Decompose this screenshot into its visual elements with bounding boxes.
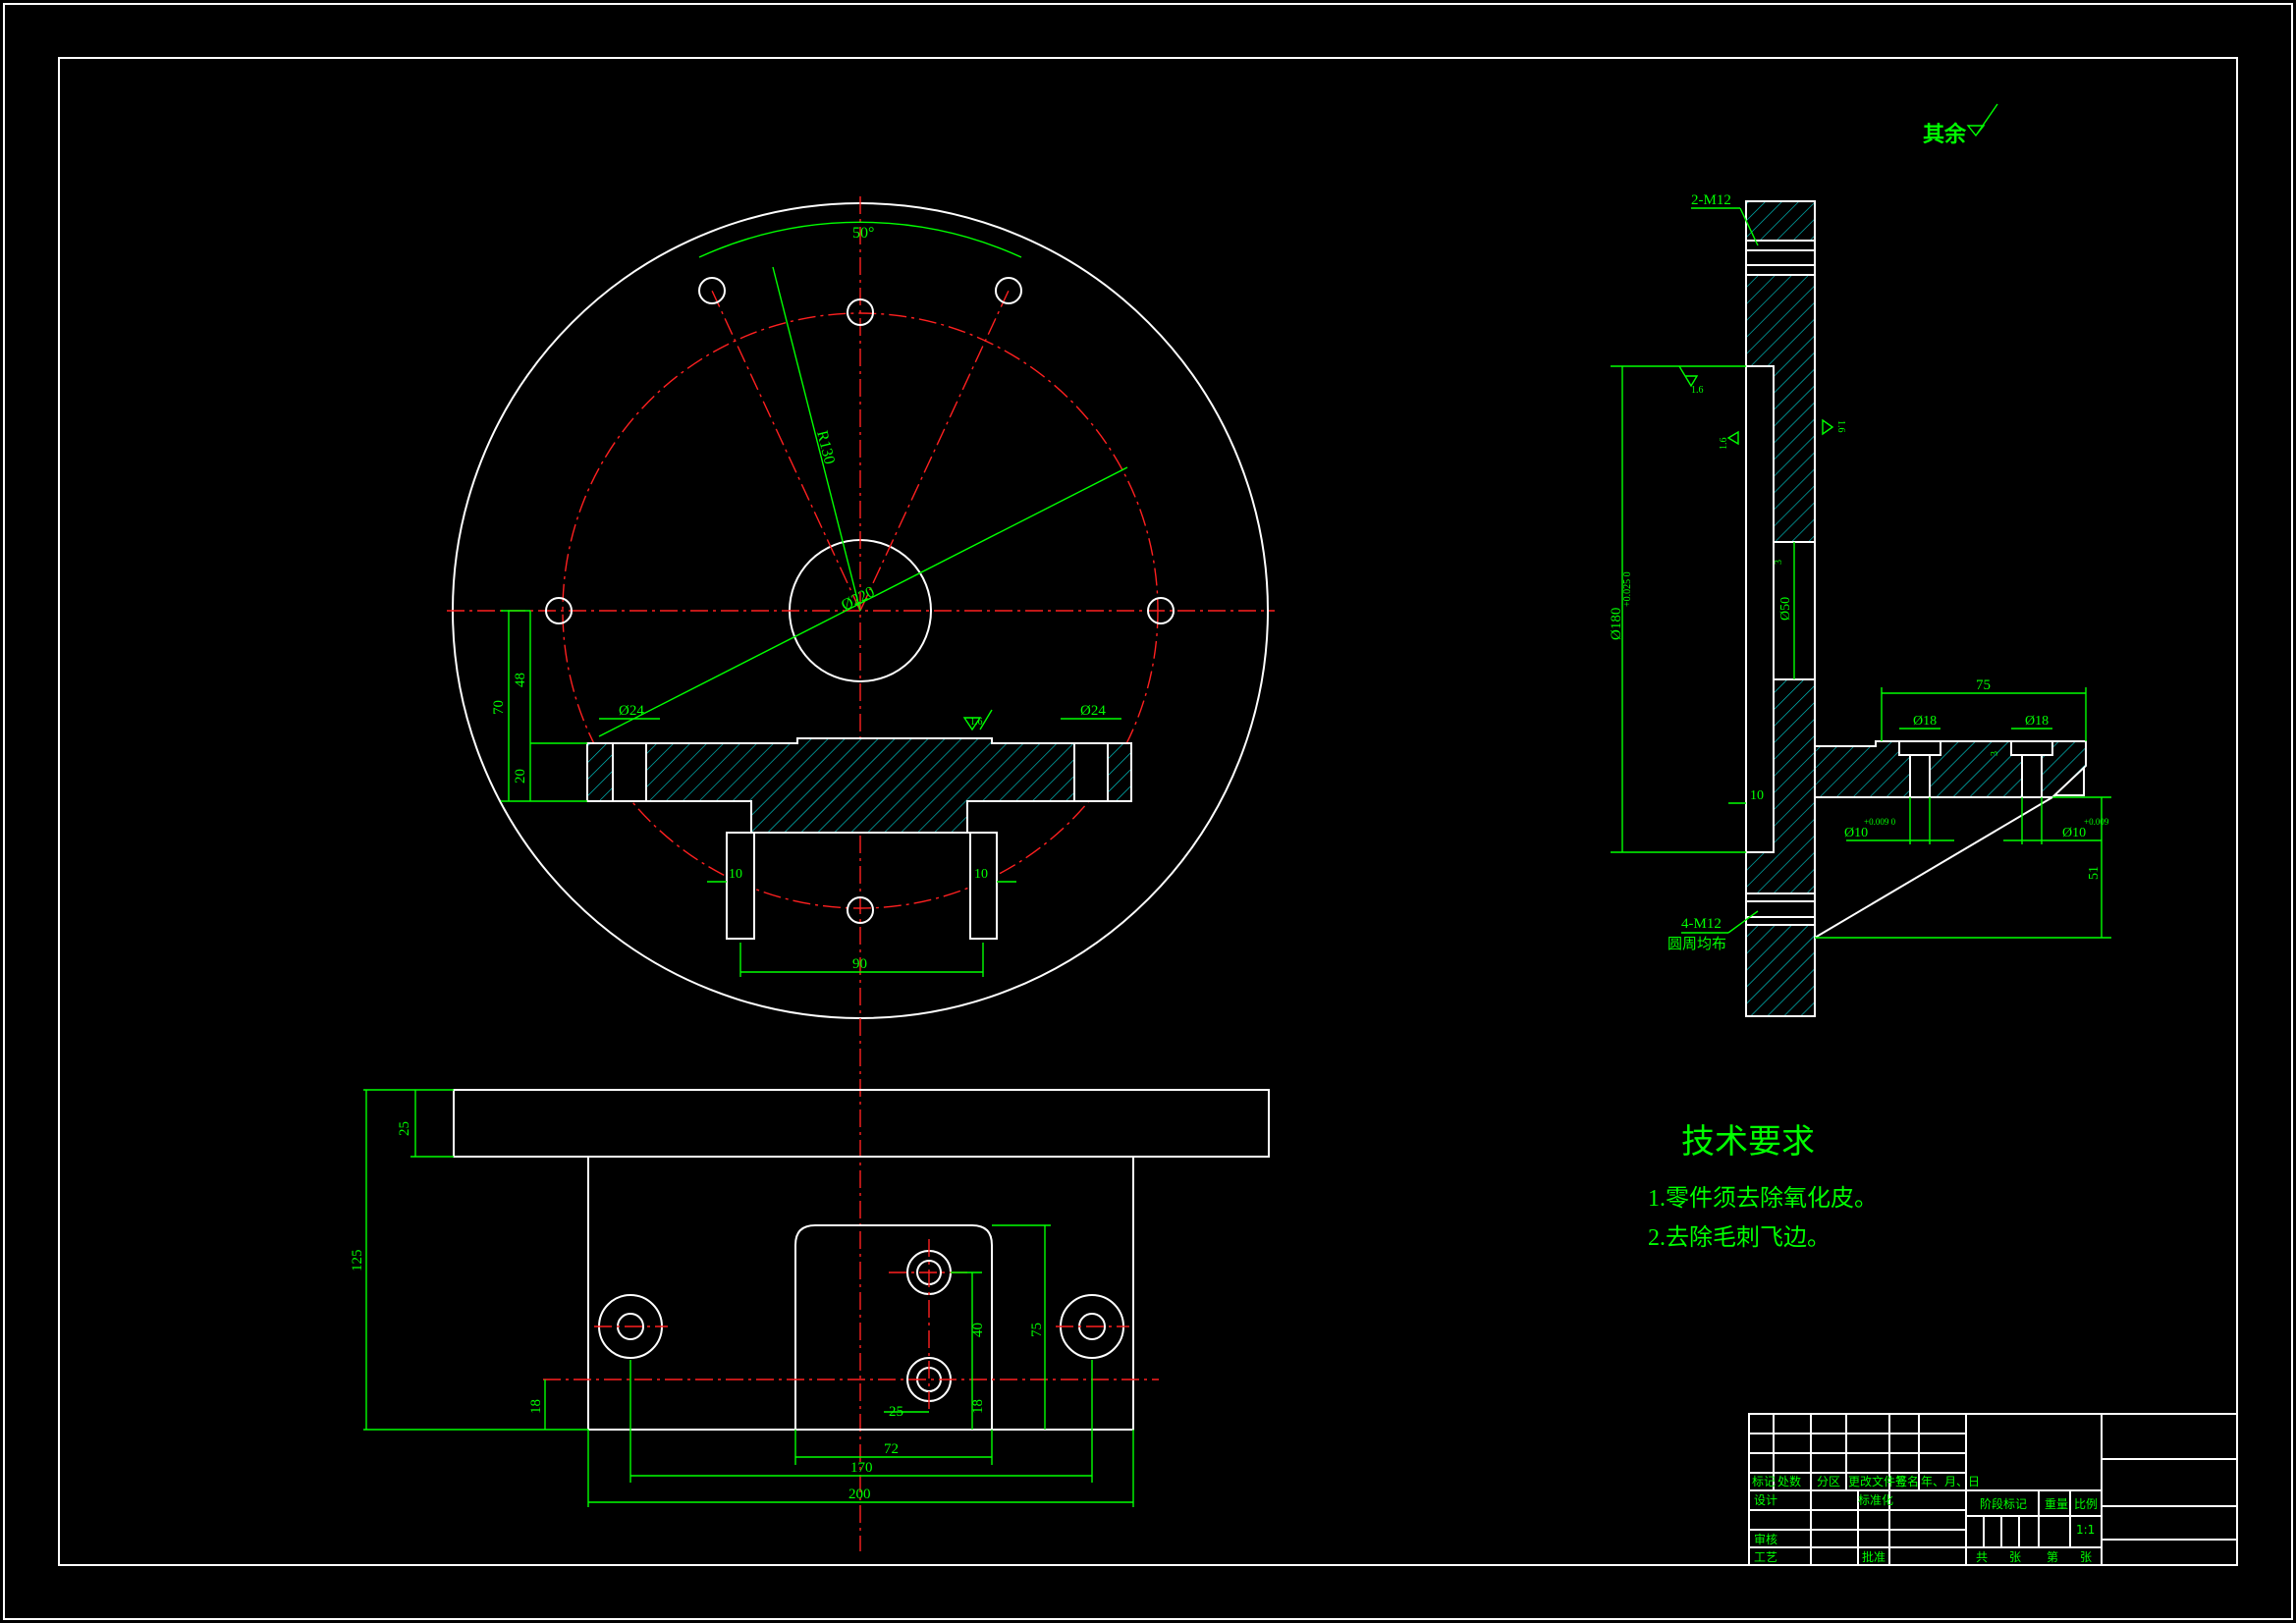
rough-b: 1.6 [1719,438,1729,451]
dia-18-right: Ø18 [2025,714,2049,729]
tb-std: 标准化 [1858,1493,1893,1507]
hole-dia-right: Ø24 [1080,703,1106,719]
tech-item-1: 1.零件须去除氧化皮。 [1648,1185,1878,1212]
tb-scale: 比例 [2074,1497,2098,1511]
bottom-view: 25 125 18 40 75 18 25 72 170 200 [350,1089,1270,1507]
roughness-value: 1.6 [970,717,983,728]
bolt-hole [847,896,874,924]
tb-sheet2: 张 [2080,1550,2092,1564]
dim-20: 20 [513,769,528,784]
dim-72: 72 [884,1441,899,1457]
hole-dia-left: Ø24 [619,703,644,719]
tb-sheets: 张 [2009,1550,2021,1564]
bolt-hole [698,277,726,304]
tb-hdr-mark: 标记 [1752,1475,1776,1488]
rough-a: 1.6 [1691,385,1704,396]
clamp-leg-right [969,832,998,940]
tb-weight: 重量 [2045,1497,2068,1511]
angle-line-right [859,290,1010,612]
angle-arc [698,221,1022,258]
clamp-leg-left [726,832,755,940]
tb-page: 第 [2047,1550,2058,1564]
tb-hdr-zone: 分区 [1817,1475,1840,1488]
dim-18-right: 18 [970,1399,986,1414]
dim-3b: 3 [1990,751,2000,756]
roughness-note-symbol [1966,103,1998,137]
tol-10: +0.009 0 [1864,817,1896,827]
title-block: 标记 处数 分区 更改文件号 签名 年、月、日 设计 标准化 审核 工艺 批准 … [1748,1413,2238,1566]
tb-stage-mark: 阶段标记 [1980,1496,2027,1511]
tb-hdr-sign: 签名 [1895,1474,1919,1488]
clamp-hole-right [1073,742,1109,802]
angle-label: 50° [852,225,874,242]
tb-total: 共 [1976,1550,1988,1564]
dia-50: Ø50 [1778,597,1793,621]
dim-70: 70 [491,700,507,715]
top-plate [453,1089,1270,1158]
thread-hole-top [1745,240,1816,276]
dim-90: 90 [852,956,867,972]
tb-hdr-date: 年、月、日 [1921,1475,1980,1488]
tech-title: 技术要求 [1681,1123,1815,1161]
thread-top: 2-M12 [1691,192,1731,208]
dim-25: 25 [397,1121,412,1136]
rough-c: 1.6 [1835,420,1846,433]
clamp-hole-left [612,742,647,802]
rib [1814,796,2056,940]
dim-10-right: 10 [974,867,988,882]
bolt-hole [995,277,1022,304]
roughness-note: 其余 [1923,122,1967,146]
radius-label: R130 [813,429,838,466]
drawing-frame [58,57,2238,1566]
dia-18-left: Ø18 [1913,714,1937,729]
tb-design: 设计 [1754,1493,1777,1507]
dim-10-side: 10 [1750,788,1764,803]
dim-48: 48 [513,673,528,687]
svg-text:+0.009: +0.009 [2084,817,2109,827]
tb-review: 审核 [1754,1532,1777,1546]
bolt-hole [545,597,573,624]
pin-hole-left [1909,754,1931,798]
pin-hole-right [2021,754,2043,798]
dia-10-left: Ø10 [1844,826,1868,840]
dim-51: 51 [2087,866,2102,880]
bore-cutout [1745,365,1775,853]
roughness-symbol [962,709,993,731]
dim-10-left: 10 [729,867,742,882]
angle-line-left [711,290,861,612]
front-view: 50° R130 Ø220 70 48 20 Ø24 Ø24 1.6 10 10 [447,196,1275,1551]
base-block [587,1156,1134,1431]
thread-bottom: 4-M12 [1681,916,1722,932]
thread-bottom-note: 圆周均布 [1667,936,1726,952]
outer-border [3,3,2293,1620]
tb-process: 工艺 [1754,1550,1777,1564]
tb-hdr-change: 更改文件号 [1848,1474,1907,1488]
dim-170: 170 [850,1460,873,1476]
dim-3: 3 [1774,560,1784,565]
bolt-hole [847,298,874,326]
dim-18-left: 18 [528,1399,544,1414]
tech-item-2: 2.去除毛刺飞边。 [1648,1224,1831,1251]
dim-75: 75 [1029,1323,1045,1337]
bolt-hole [1147,597,1175,624]
diameter-label: Ø220 [839,583,877,614]
tb-scale-value: 1:1 [2076,1523,2095,1537]
dim-200: 200 [848,1487,871,1502]
dim-75-side: 75 [1976,677,1991,693]
dia-180: Ø180 [1609,608,1624,640]
radius-leader [772,266,861,612]
center-boss [794,1224,993,1430]
dia-10-right: Ø10 [2062,826,2086,840]
dim-125: 125 [350,1250,365,1272]
dia-180-tol: +0.025 0 [1622,571,1633,607]
tb-hdr-count: 处数 [1777,1474,1801,1488]
tb-approve: 批准 [1862,1549,1886,1564]
side-view: 2-M12 Ø180 +0.025 0 Ø50 1.6 1.6 1.6 3 75… [1609,192,2111,1017]
dim-40: 40 [970,1323,986,1337]
thread-hole-bottom [1745,893,1816,926]
dim-25b: 25 [889,1404,903,1420]
diameter-leader [598,466,1128,737]
